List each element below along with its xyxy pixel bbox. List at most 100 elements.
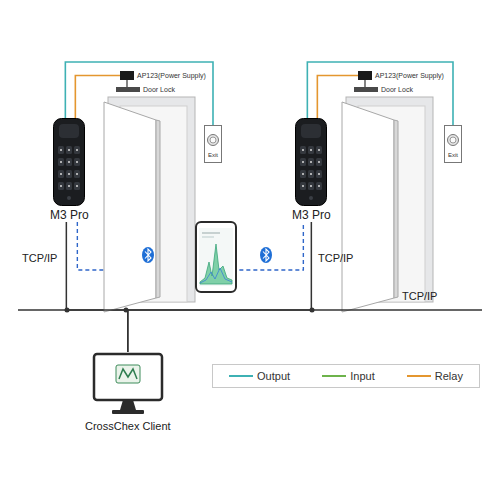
bluetooth-icon <box>142 247 154 263</box>
keypad-dot <box>318 185 320 187</box>
network-label: TCP/IP <box>22 252 57 265</box>
keypad-dot <box>76 161 78 163</box>
legend-swatch <box>229 373 253 379</box>
keypad-key <box>308 170 314 178</box>
keypad-key <box>66 182 72 190</box>
logo-mark <box>119 369 137 379</box>
legend-box: OutputInputRelay <box>212 364 480 388</box>
keypad-dot <box>302 161 304 163</box>
phone-text-line <box>202 237 214 238</box>
node-label: Door Lock <box>381 85 413 94</box>
keypad-key <box>308 146 314 154</box>
keypad-dot <box>76 173 78 175</box>
junction-dot <box>310 308 315 313</box>
reader-sensor <box>59 124 79 138</box>
exit-button: Exit <box>444 125 462 163</box>
keypad-key <box>300 146 306 154</box>
bluetooth-icon <box>260 247 272 263</box>
phone-text-line <box>202 233 220 234</box>
keypad-key <box>316 182 322 190</box>
keypad-dot <box>76 149 78 151</box>
monitor-icon <box>92 352 164 416</box>
node-label: M3 Pro <box>292 208 331 222</box>
power-supply: AP123(Power Supply) <box>120 71 206 80</box>
access-reader: M3 Pro <box>50 118 89 222</box>
keypad-key <box>74 182 80 190</box>
keypad-dot <box>310 149 312 151</box>
keypad-dot <box>318 161 320 163</box>
keypad-key <box>74 170 80 178</box>
button-cap <box>210 137 216 143</box>
keypad-dot <box>60 161 62 163</box>
keypad-dot <box>68 173 70 175</box>
keypad-dot <box>76 185 78 187</box>
legend-line <box>229 375 253 377</box>
door-panel <box>104 102 156 312</box>
reader-sensor <box>301 124 321 138</box>
junction-dot <box>124 308 129 313</box>
keypad-dot <box>302 185 304 187</box>
keypad-key <box>58 170 64 178</box>
bluetooth-badge <box>142 247 154 263</box>
keypad-key <box>58 158 64 166</box>
keypad-key <box>300 182 306 190</box>
keypad-dot <box>302 149 304 151</box>
access-reader: M3 Pro <box>292 118 331 222</box>
node-label: AP123(Power Supply) <box>375 71 444 80</box>
node-label: AP123(Power Supply) <box>137 71 206 80</box>
keypad-dot <box>68 161 70 163</box>
door-panel <box>342 102 394 312</box>
exit-button-icon <box>207 134 219 146</box>
legend-item: Relay <box>407 370 463 383</box>
node-label: Door Lock <box>143 85 175 94</box>
keypad-dot <box>310 161 312 163</box>
node-label: Exit <box>448 152 458 159</box>
legend-line <box>322 375 346 377</box>
keypad-dot <box>318 149 320 151</box>
door-edge <box>394 120 398 298</box>
door-edge <box>156 120 160 298</box>
keypad-key <box>66 170 72 178</box>
exit-button: Exit <box>204 125 222 163</box>
keypad-dot <box>60 149 62 151</box>
monitor-base <box>112 410 144 414</box>
keypad-key <box>316 158 322 166</box>
legend-item: Input <box>322 370 374 383</box>
keypad-key <box>66 158 72 166</box>
keypad-dot <box>68 185 70 187</box>
keypad-key <box>300 158 306 166</box>
phone-screen <box>199 228 233 286</box>
phone-body <box>196 222 236 292</box>
keypad-key <box>316 146 322 154</box>
button-cap <box>450 137 456 143</box>
network-label: TCP/IP <box>402 290 437 303</box>
keypad-key <box>74 158 80 166</box>
power-supply: AP123(Power Supply) <box>358 71 444 80</box>
reader-led <box>309 196 313 200</box>
power-supply-block <box>120 71 134 80</box>
reader-device <box>295 118 327 206</box>
keypad-key <box>58 146 64 154</box>
legend-text: Input <box>350 370 374 383</box>
keypad-key <box>58 182 64 190</box>
legend-swatch <box>407 373 431 379</box>
keypad-dot <box>68 149 70 151</box>
reader-body <box>296 119 327 206</box>
phone-chart <box>200 244 232 284</box>
reader-body <box>54 119 85 206</box>
network-bus <box>18 309 482 311</box>
button-ring <box>448 135 459 146</box>
keypad-key <box>308 182 314 190</box>
keypad-dot <box>60 173 62 175</box>
node-label: Exit <box>208 152 218 159</box>
legend-text: Relay <box>435 370 463 383</box>
keypad-dot <box>60 185 62 187</box>
exit-button-icon <box>447 134 459 146</box>
keypad-key <box>316 170 322 178</box>
keypad-dot <box>302 173 304 175</box>
legend-line <box>407 375 431 377</box>
legend-swatch <box>322 373 346 379</box>
keypad-key <box>66 146 72 154</box>
